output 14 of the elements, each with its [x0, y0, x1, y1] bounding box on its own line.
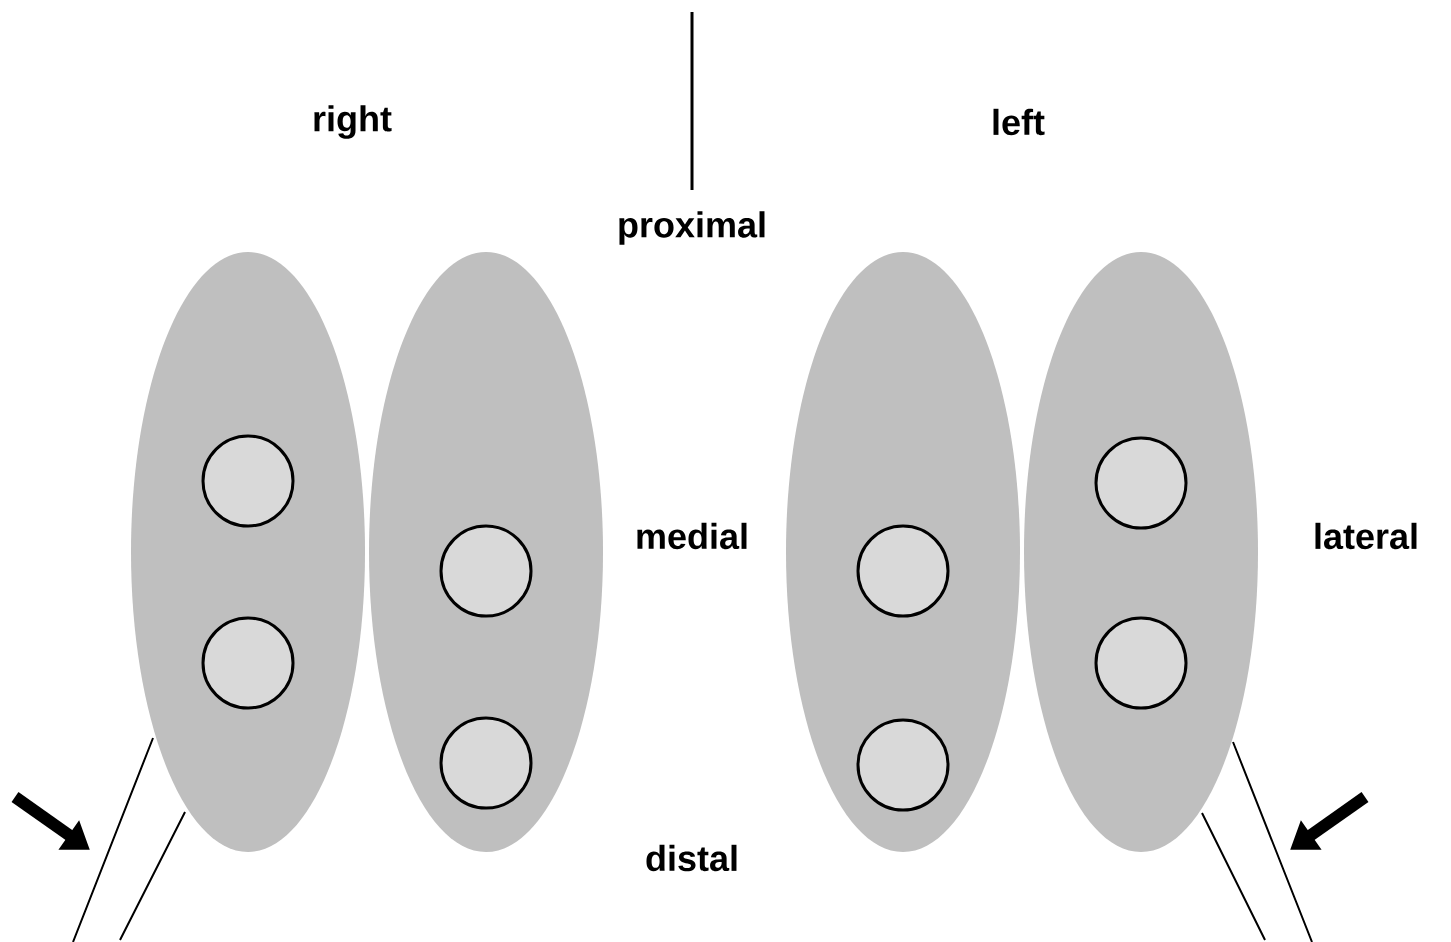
circle-marker: [439, 716, 533, 810]
circle-marker: [439, 524, 533, 618]
circle-marker: [856, 524, 950, 618]
circle-marker: [856, 718, 950, 812]
circle-marker: [201, 434, 295, 528]
circle-marker: [201, 616, 295, 710]
circle-marker: [1094, 436, 1188, 530]
direction-label: proximal: [619, 211, 765, 245]
direction-label: left: [993, 108, 1045, 136]
direction-label: lateral: [1315, 522, 1417, 550]
direction-label: distal: [646, 844, 737, 872]
direction-label: medial: [637, 522, 747, 550]
circle-marker: [1094, 616, 1188, 710]
direction-label: right: [314, 105, 392, 139]
